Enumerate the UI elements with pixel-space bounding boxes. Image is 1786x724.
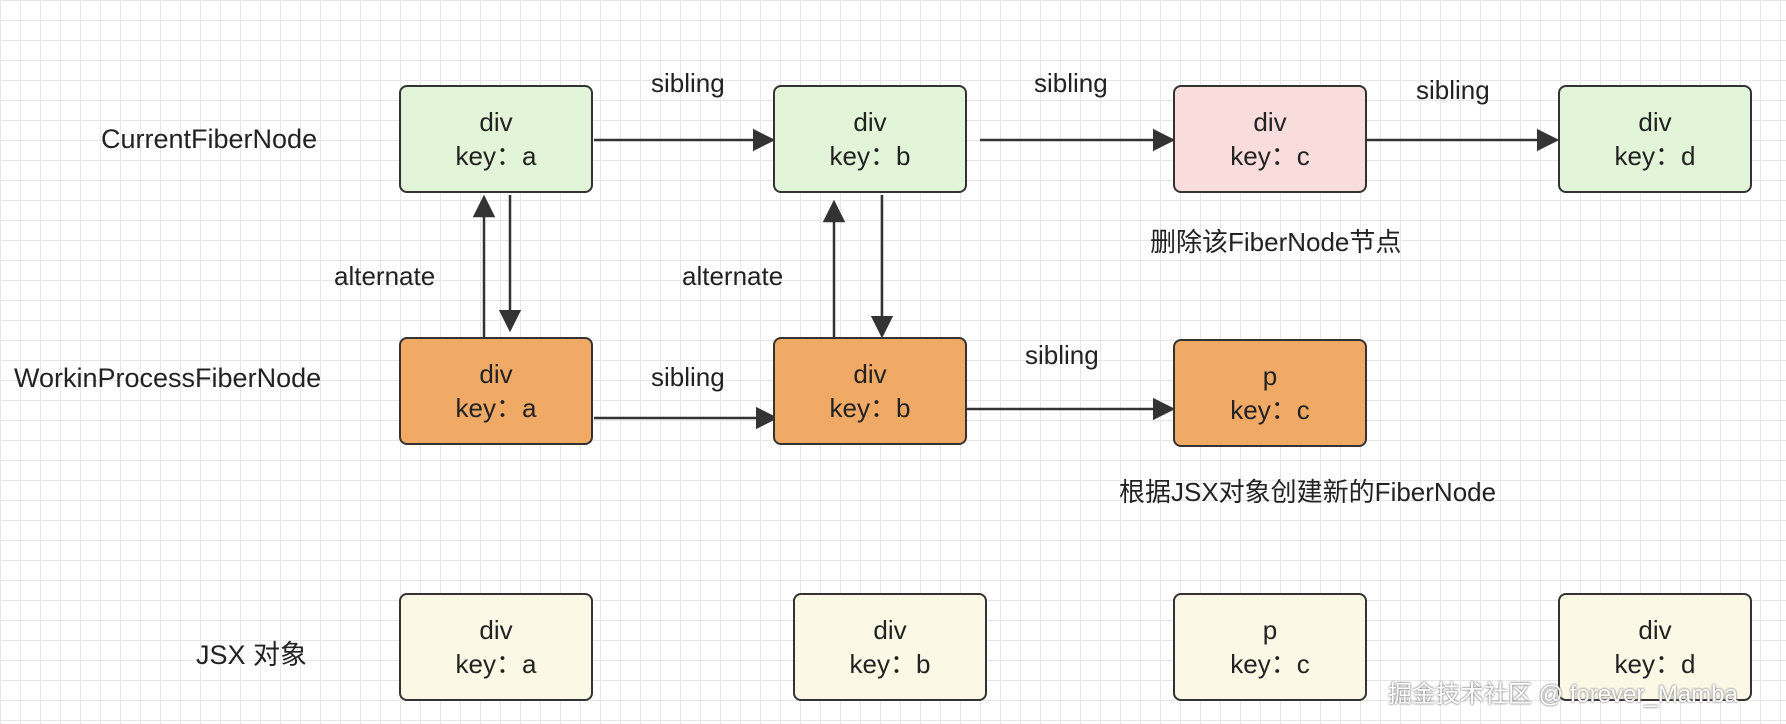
wip-node-b: div key：b bbox=[773, 337, 967, 445]
edge-label-sibling-5: sibling bbox=[1025, 340, 1099, 370]
node-tag: div bbox=[853, 107, 887, 137]
node-tag: div bbox=[853, 359, 887, 389]
node-key: key：b bbox=[829, 141, 911, 171]
node-tag: div bbox=[873, 615, 907, 645]
node-key: key：a bbox=[455, 141, 537, 171]
current-node-a: div key：a bbox=[399, 85, 593, 193]
row-label-jsx: JSX 对象 bbox=[196, 640, 308, 670]
node-tag: div bbox=[1638, 107, 1672, 137]
wip-node-a: div key：a bbox=[399, 337, 593, 445]
edge-label-sibling-2: sibling bbox=[1034, 68, 1108, 98]
node-tag: div bbox=[479, 615, 513, 645]
node-key: key：b bbox=[829, 393, 911, 423]
node-key: key：c bbox=[1230, 395, 1310, 425]
edge-label-alternate-1: alternate bbox=[334, 261, 436, 291]
node-tag: div bbox=[1253, 107, 1287, 137]
node-tag: p bbox=[1262, 615, 1278, 645]
node-tag: div bbox=[479, 107, 513, 137]
edge-label-sibling-1: sibling bbox=[651, 68, 725, 98]
node-key: key：a bbox=[455, 649, 537, 679]
node-key: key：b bbox=[849, 649, 931, 679]
jsx-node-c: p key：c bbox=[1173, 593, 1367, 701]
row-label-wip: WorkinProcessFiberNode bbox=[14, 363, 322, 393]
node-tag: div bbox=[479, 359, 513, 389]
edge-label-sibling-4: sibling bbox=[651, 362, 725, 392]
current-node-c-deleted: div key：c bbox=[1173, 85, 1367, 193]
edge-label-alternate-2: alternate bbox=[682, 261, 784, 291]
node-key: key：c bbox=[1230, 649, 1310, 679]
node-tag: p bbox=[1262, 361, 1278, 391]
wip-node-c-new: p key：c bbox=[1173, 339, 1367, 447]
watermark: 掘金技术社区 @ forever_Mamba bbox=[1388, 681, 1738, 708]
jsx-node-b: div key：b bbox=[793, 593, 987, 701]
node-key: key：a bbox=[455, 393, 537, 423]
current-node-d: div key：d bbox=[1558, 85, 1752, 193]
jsx-node-d: div key：d bbox=[1558, 593, 1752, 701]
jsx-node-a: div key：a bbox=[399, 593, 593, 701]
edge-label-sibling-3: sibling bbox=[1416, 75, 1490, 105]
note-delete: 删除该FiberNode节点 bbox=[1150, 227, 1402, 257]
node-key: key：d bbox=[1614, 141, 1696, 171]
note-create: 根据JSX对象创建新的FiberNode bbox=[1119, 477, 1497, 507]
current-node-b: div key：b bbox=[773, 85, 967, 193]
node-key: key：c bbox=[1230, 141, 1310, 171]
node-key: key：d bbox=[1614, 649, 1696, 679]
node-tag: div bbox=[1638, 615, 1672, 645]
row-label-current: CurrentFiberNode bbox=[101, 124, 318, 154]
